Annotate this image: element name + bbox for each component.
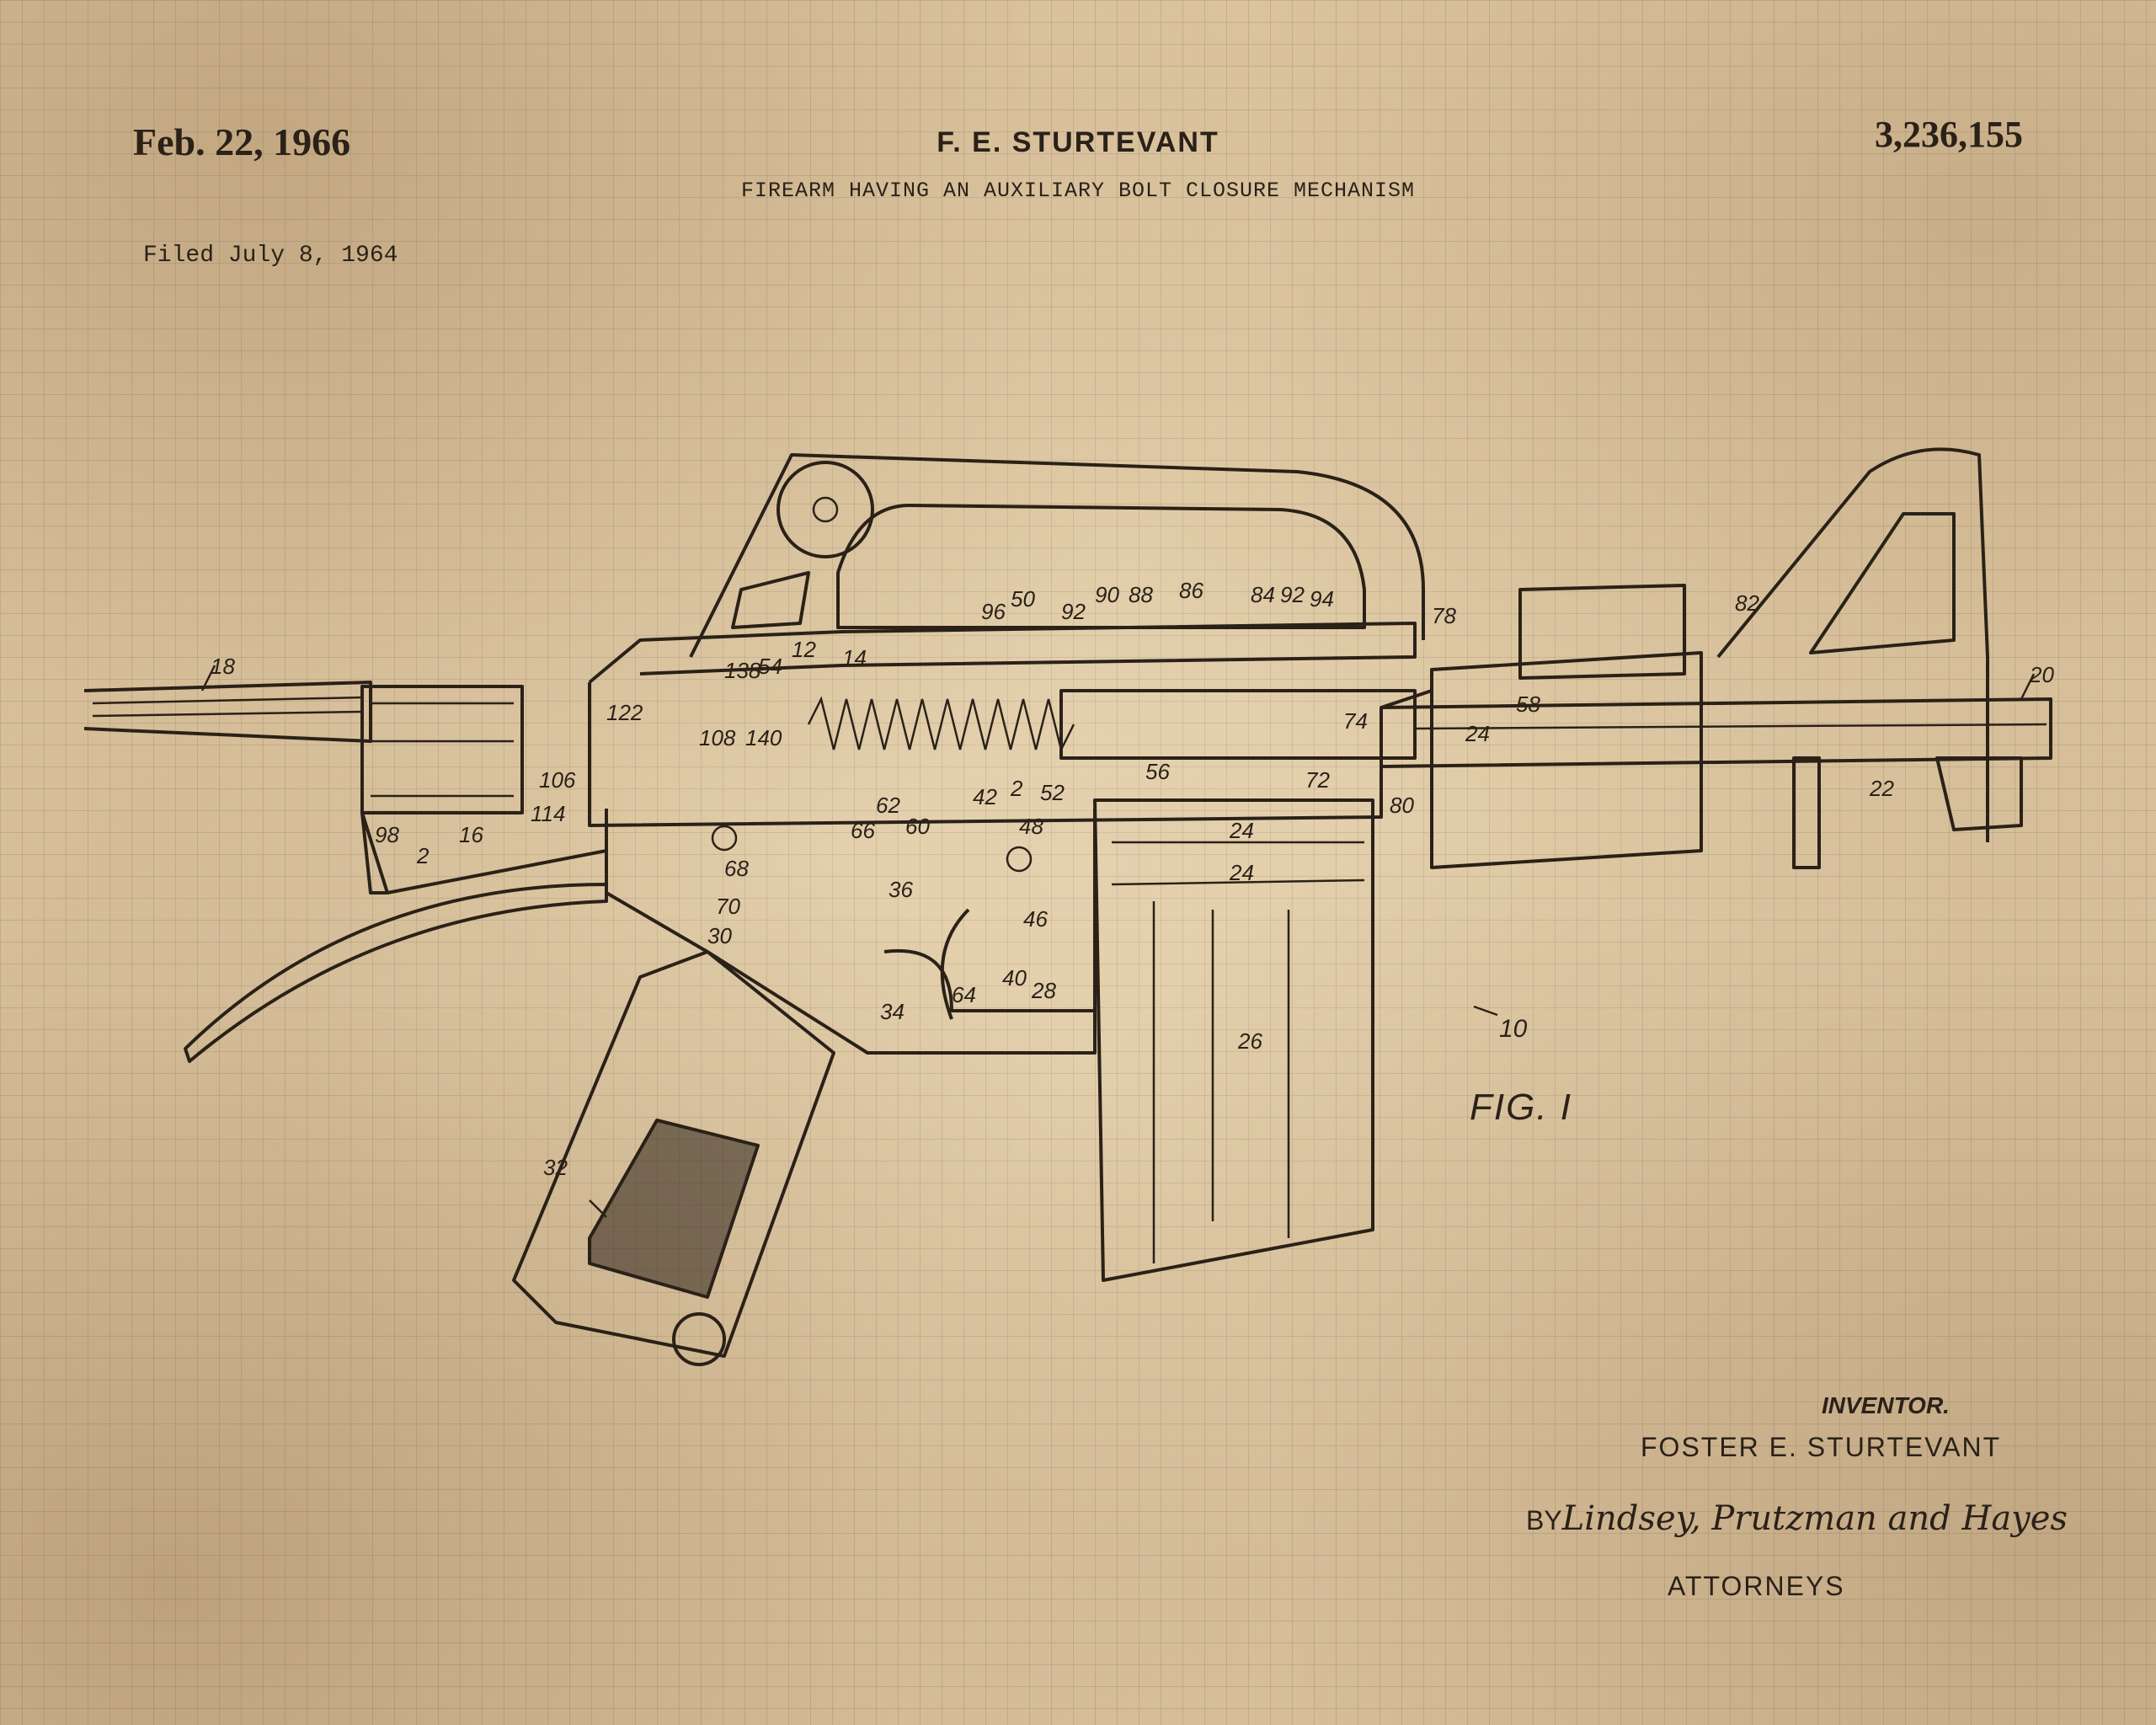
carrying-handle	[689, 453, 1425, 658]
inventor-name: FOSTER E. STURTEVANT	[1641, 1432, 2002, 1462]
ref-label: 24	[1229, 860, 1254, 885]
magazine	[1093, 798, 1374, 1282]
filed-date: Filed July 8, 1964	[143, 243, 398, 269]
patent-title: FIREARM HAVING AN AUXILIARY BOLT CLOSURE…	[740, 179, 1416, 203]
ref-label: 84	[1251, 582, 1275, 607]
ref-label: 48	[1019, 814, 1043, 839]
attorneys-signature: Lindsey, Prutzman and Hayes	[1561, 1499, 2068, 1538]
reference-numerals: 18 20 22 82 78 58 24 24 24 26 92 94 84 8…	[211, 578, 2054, 1180]
ref-label: 66	[851, 818, 875, 843]
ref-label: 60	[905, 814, 930, 839]
ref-label: 114	[531, 801, 565, 826]
ref-label: 32	[543, 1155, 568, 1180]
ref-label: 64	[952, 982, 976, 1007]
trigger	[940, 908, 970, 1020]
ref-label: 54	[758, 654, 782, 679]
inventor-label: INVENTOR.	[1822, 1392, 1950, 1418]
ref-label: 24	[1465, 721, 1490, 746]
ref-label: 98	[375, 822, 399, 847]
ref-label: 122	[606, 700, 643, 725]
attorneys-by-line: BYLindsey, Prutzman and Hayes	[1526, 1499, 2068, 1538]
ref-label: 62	[876, 793, 900, 818]
stock-strut	[184, 883, 608, 1063]
ref-label: 72	[1305, 767, 1330, 793]
ref-label: 42	[973, 784, 997, 809]
ref-label: 82	[1735, 590, 1759, 616]
ref-label: 86	[1179, 578, 1203, 603]
butt-plate-area	[360, 812, 387, 895]
ref-label: 50	[1011, 586, 1035, 611]
stock-lower	[360, 809, 608, 895]
ref-label: 2	[416, 843, 430, 868]
ref-label: 108	[699, 725, 736, 750]
by-label: BY	[1526, 1505, 1562, 1535]
ref-label: 74	[1343, 708, 1368, 734]
attorneys-label: ATTORNEYS	[1668, 1571, 1845, 1601]
bolt-carrier	[1059, 689, 1417, 760]
patent-number: 3,236,155	[1875, 114, 2023, 155]
patent-date: Feb. 22, 1966	[133, 120, 351, 163]
figure-label: FIG. I	[1470, 1087, 1572, 1128]
stock-tube	[83, 681, 372, 743]
ref-label: 46	[1023, 906, 1048, 932]
ref-label: 22	[1869, 776, 1894, 801]
ref-label: 92	[1280, 582, 1305, 607]
ref-label: 24	[1229, 818, 1254, 843]
ref-label: 14	[842, 645, 867, 670]
upper-receiver	[588, 622, 1417, 684]
ref-label: 106	[539, 767, 576, 793]
grip-texture	[588, 1119, 760, 1299]
ref-label: 28	[1031, 978, 1056, 1003]
handguard	[1430, 651, 1703, 869]
ref-label: 30	[707, 923, 732, 948]
rear-sight-drum	[776, 461, 874, 558]
ref-label: 96	[981, 599, 1006, 624]
ref-label: 58	[1516, 692, 1540, 717]
ref-label: 68	[724, 856, 749, 881]
ref-label: 80	[1390, 793, 1414, 818]
bolt-spring	[807, 696, 1075, 753]
ref-label: 140	[745, 725, 782, 750]
ref-label: 56	[1145, 759, 1170, 784]
barrel	[1380, 697, 2052, 768]
ref-label: 94	[1310, 586, 1334, 611]
ref-label: 16	[459, 822, 483, 847]
ref-label: 78	[1432, 603, 1456, 628]
inventor-header: F. E. STURTEVANT	[937, 126, 1219, 158]
ref-label: 36	[889, 877, 913, 902]
trigger-guard	[883, 948, 1095, 1012]
pistol-grip	[512, 950, 835, 1358]
buffer-housing	[360, 685, 524, 814]
ref-label: 20	[2029, 662, 2054, 687]
ref-label: 12	[792, 637, 816, 662]
ref-label: 88	[1129, 582, 1153, 607]
ref-label: 2	[1010, 776, 1023, 801]
ref-label: 92	[1061, 599, 1086, 624]
ref-label-10: 10	[1499, 1015, 1528, 1043]
front-sight	[1716, 447, 1989, 842]
lower-receiver	[605, 809, 1097, 1055]
ref-label: 138	[724, 658, 761, 683]
ref-label: 26	[1237, 1028, 1262, 1054]
ref-label: 52	[1040, 780, 1065, 805]
ref-label: 70	[716, 894, 740, 919]
ref-label: 34	[880, 999, 905, 1024]
ref-label: 90	[1095, 582, 1119, 607]
ref-label: 40	[1002, 965, 1027, 991]
ref-label: 18	[211, 654, 235, 679]
